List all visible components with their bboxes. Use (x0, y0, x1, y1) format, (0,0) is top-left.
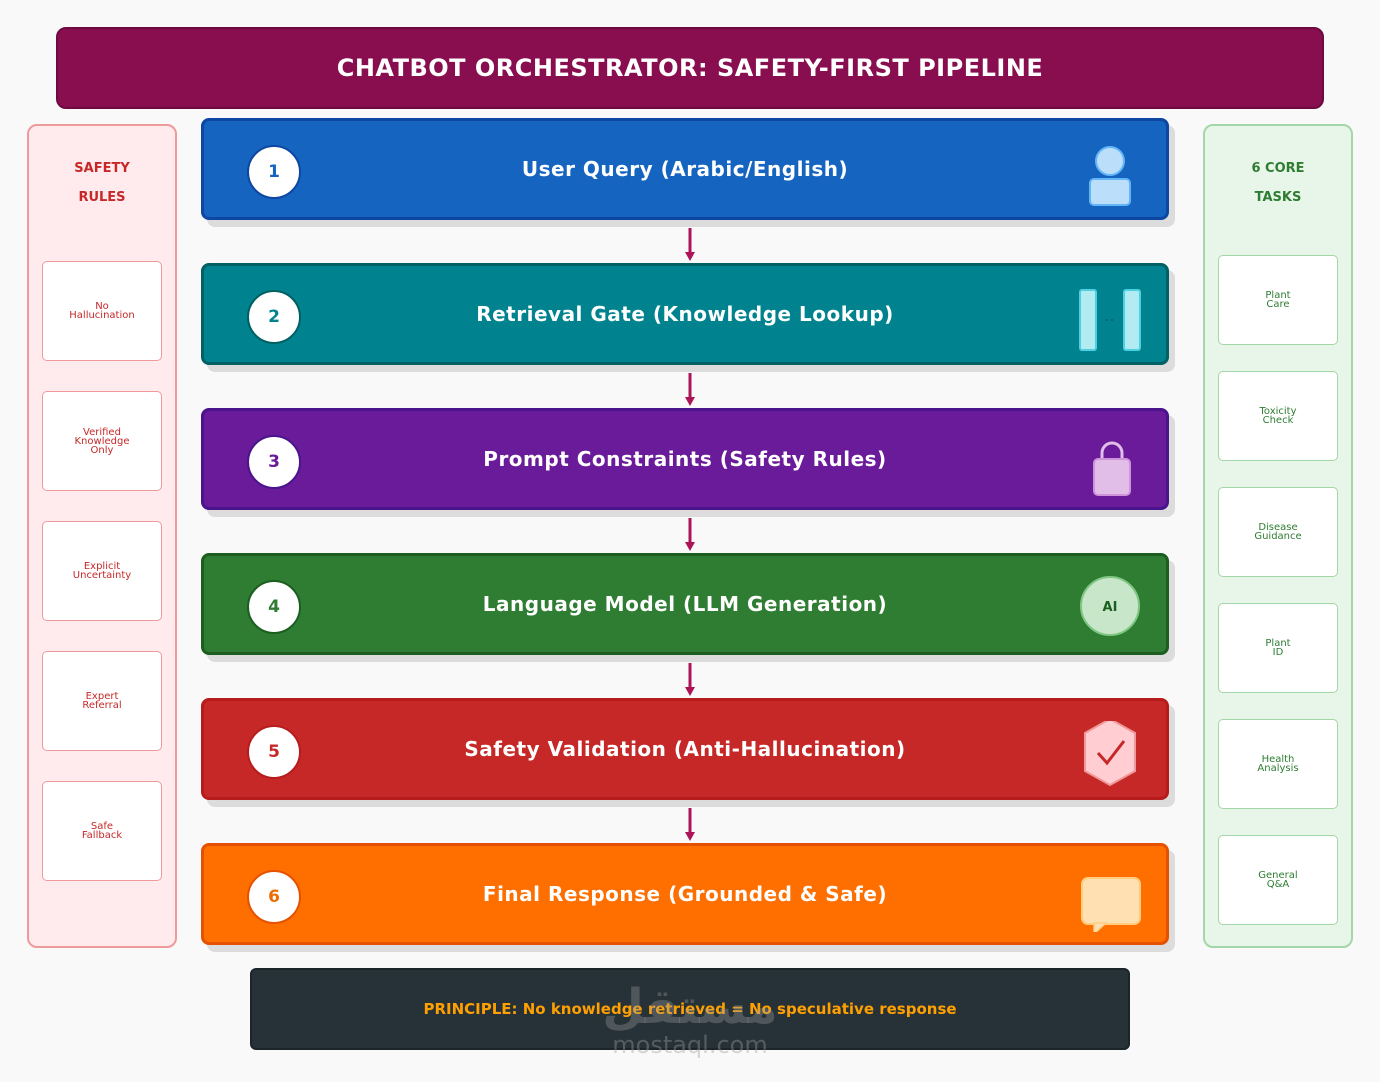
safety-rules-title: SAFETY RULES (74, 161, 130, 205)
shield-check-icon (1084, 721, 1136, 787)
pipeline-stage-language-model: Language Model (LLM Generation) 4 AI (201, 553, 1169, 655)
flow-arrow (685, 373, 695, 406)
safety-rule-card: Verified Knowledge Only (42, 391, 162, 491)
core-task-card: General Q&A (1218, 835, 1338, 925)
ai-icon: AI (1080, 576, 1140, 636)
core-tasks-panel: 6 CORE TASKS Plant Care Toxicity Check D… (1203, 124, 1353, 948)
flow-arrow (685, 808, 695, 841)
core-tasks-title: 6 CORE TASKS (1251, 161, 1305, 205)
core-task-card: Plant ID (1218, 603, 1338, 693)
stage-number: 1 (247, 145, 301, 199)
speech-bubble-icon (1081, 877, 1141, 932)
core-task-card: Plant Care (1218, 255, 1338, 345)
stage-label: User Query (Arabic/English) (521, 157, 849, 181)
stage-number: 2 (247, 290, 301, 344)
pipeline-stage-final-response: Final Response (Grounded & Safe) 6 (201, 843, 1169, 945)
stage-number: 6 (247, 870, 301, 924)
stage-label: Prompt Constraints (Safety Rules) (483, 447, 887, 471)
pipeline-stage-user-query: User Query (Arabic/English) 1 (201, 118, 1169, 220)
lock-icon (1093, 441, 1131, 496)
safety-rule-card: Safe Fallback (42, 781, 162, 881)
stage-label: Safety Validation (Anti-Hallucination) (464, 737, 906, 761)
pipeline-stage-prompt-constraints: Prompt Constraints (Safety Rules) 3 (201, 408, 1169, 510)
core-task-card: Disease Guidance (1218, 487, 1338, 577)
flow-arrow (685, 518, 695, 551)
stage-number: 5 (247, 725, 301, 779)
page-title: CHATBOT ORCHESTRATOR: SAFETY-FIRST PIPEL… (56, 27, 1324, 109)
stage-label: Language Model (LLM Generation) (482, 592, 888, 616)
book-icon (1079, 289, 1141, 351)
flow-arrow (685, 663, 695, 696)
pipeline-stage-retrieval-gate: Retrieval Gate (Knowledge Lookup) 2 (201, 263, 1169, 365)
core-task-card: Health Analysis (1218, 719, 1338, 809)
stage-number: 4 (247, 580, 301, 634)
safety-rules-panel: SAFETY RULES No Hallucination Verified K… (27, 124, 177, 948)
safety-rule-card: No Hallucination (42, 261, 162, 361)
core-task-card: Toxicity Check (1218, 371, 1338, 461)
safety-rule-card: Explicit Uncertainty (42, 521, 162, 621)
flow-arrow (685, 228, 695, 261)
ai-icon-label: AI (1103, 600, 1118, 615)
principle-banner: PRINCIPLE: No knowledge retrieved = No s… (250, 968, 1130, 1050)
safety-rule-card: Expert Referral (42, 651, 162, 751)
user-icon (1089, 146, 1131, 206)
pipeline-stage-safety-validation: Safety Validation (Anti-Hallucination) 5 (201, 698, 1169, 800)
stage-label: Final Response (Grounded & Safe) (482, 882, 888, 906)
stage-number: 3 (247, 435, 301, 489)
stage-label: Retrieval Gate (Knowledge Lookup) (476, 302, 894, 326)
